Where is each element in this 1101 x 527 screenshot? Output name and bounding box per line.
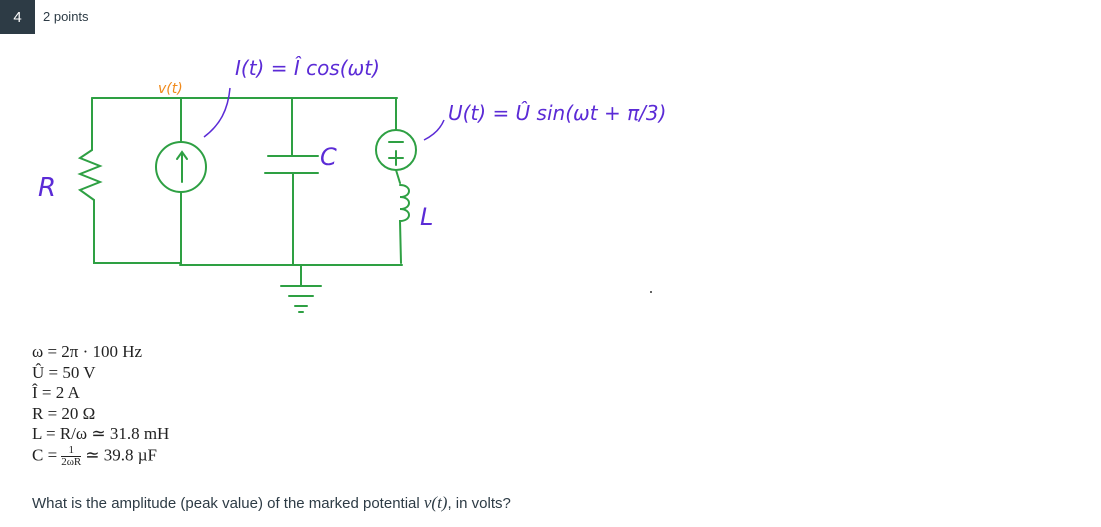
voltage-source: [375, 129, 417, 171]
given-U: Û = 50 V: [32, 362, 96, 382]
resistor: [77, 149, 103, 201]
circuit-diagram: I(t) = Î cos(ωt) v(t) U(t) = Û sin(ωt + …: [38, 56, 666, 313]
capacitor: [264, 155, 319, 174]
plus-sign-icon: [388, 150, 404, 166]
label-L: L: [420, 203, 433, 231]
label-node: v(t): [158, 81, 183, 97]
current-source: [155, 141, 207, 193]
wire-vsource: [395, 97, 401, 184]
stray-dot: [650, 291, 652, 293]
inductor: [398, 184, 410, 264]
label-R: R: [38, 173, 56, 203]
given-values: ω = 2π · 100 Hz Û = 50 V Î = 2 A R = 20 …: [32, 342, 169, 468]
ground: [280, 264, 322, 313]
label-voltage: U(t) = Û sin(ωt + π/3): [448, 101, 666, 125]
wire-left: [91, 97, 181, 264]
variable-v: v(t): [423, 493, 448, 512]
label-C: C: [320, 143, 337, 171]
question-prompt: What is the amplitude (peak value) of th…: [32, 493, 511, 512]
voltage-leader: [423, 119, 445, 141]
question-points: 2 points: [43, 9, 89, 24]
given-L: L = R/ω ≃ 31.8 mH: [32, 424, 170, 443]
wire-cap: [291, 97, 294, 266]
given-I: Î = 2 A: [32, 383, 80, 402]
given-R: R = 20 Ω: [32, 403, 96, 423]
label-current: I(t) = Î cos(ωt): [235, 56, 380, 80]
current-arrow-icon: [176, 150, 188, 183]
given-omega: ω = 2π · 100 Hz: [32, 342, 143, 361]
current-leader: [203, 87, 231, 138]
question-number: 4: [0, 0, 35, 34]
